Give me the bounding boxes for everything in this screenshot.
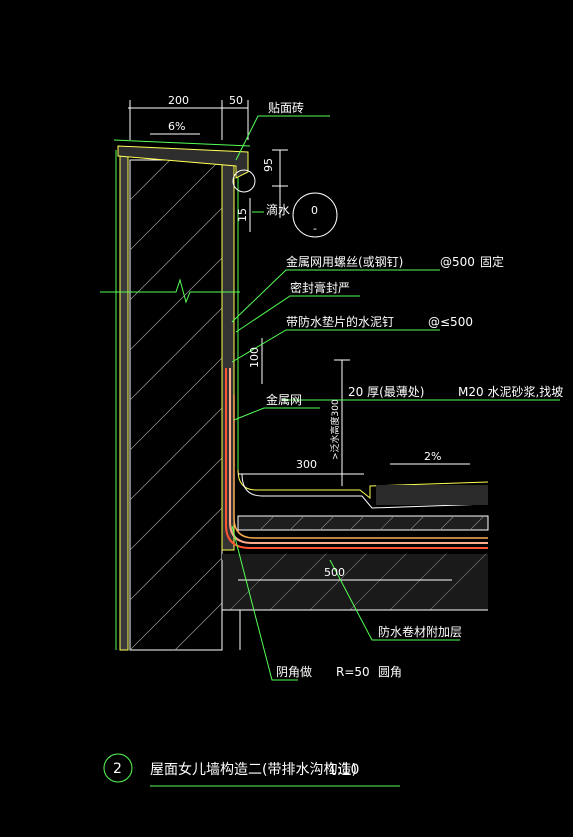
dim-roof-slope: 2%: [424, 450, 441, 463]
label-nails-spacing: @≤500: [428, 315, 473, 329]
gutter-roof-layers: [221, 469, 489, 650]
label-mesh-fix-suffix: 固定: [480, 254, 504, 269]
dimension-lines: [128, 100, 470, 581]
dim-upturn-height: >泛水高度300: [329, 399, 341, 460]
coping: [113, 139, 256, 193]
dim-upturn-width: 300: [296, 458, 317, 471]
label-nails: 带防水垫片的水泥钉: [286, 314, 394, 329]
label-corner: 阴角做: [276, 664, 312, 679]
label-mortar-thickness: 20 厚(最薄处): [348, 384, 424, 399]
label-mesh-fix-spacing: @500: [440, 255, 475, 269]
detail-number-circle: [103, 753, 133, 783]
title-number: 2: [113, 761, 122, 777]
dim-drip-width: 50: [229, 94, 243, 107]
label-corner-radius: R=50: [336, 665, 370, 679]
title-text: 屋面女儿墙构造二(带排水沟构造): [150, 761, 357, 778]
title-scale: 1:10: [328, 762, 359, 778]
dim-drip-95: 95: [262, 158, 275, 172]
label-mesh-fix: 金属网用螺丝(或钢钉): [286, 254, 403, 269]
label-tile: 贴面砖: [268, 100, 304, 115]
drip-detail-marker: [292, 192, 338, 238]
drip-detail-bottom: -: [313, 222, 317, 235]
drip-detail-top: 0: [311, 204, 318, 217]
label-membrane: 防水卷材附加层: [378, 624, 462, 639]
label-mortar-spec: M20 水泥砂浆,找坡: [458, 384, 563, 399]
label-sealant: 密封膏封严: [290, 280, 350, 295]
dim-lap-height: 100: [248, 347, 261, 368]
dim-top-width: 200: [168, 94, 189, 107]
dim-drip-15: 15: [236, 208, 249, 222]
dim-base-width: 500: [324, 566, 345, 579]
parapet-wall: [100, 149, 240, 651]
label-corner-suffix: 圆角: [378, 665, 402, 679]
label-drip: 滴水: [266, 202, 290, 217]
leader-lines: [150, 115, 560, 787]
label-mesh: 金属网: [266, 392, 302, 407]
dim-top-slope: 6%: [168, 120, 185, 133]
